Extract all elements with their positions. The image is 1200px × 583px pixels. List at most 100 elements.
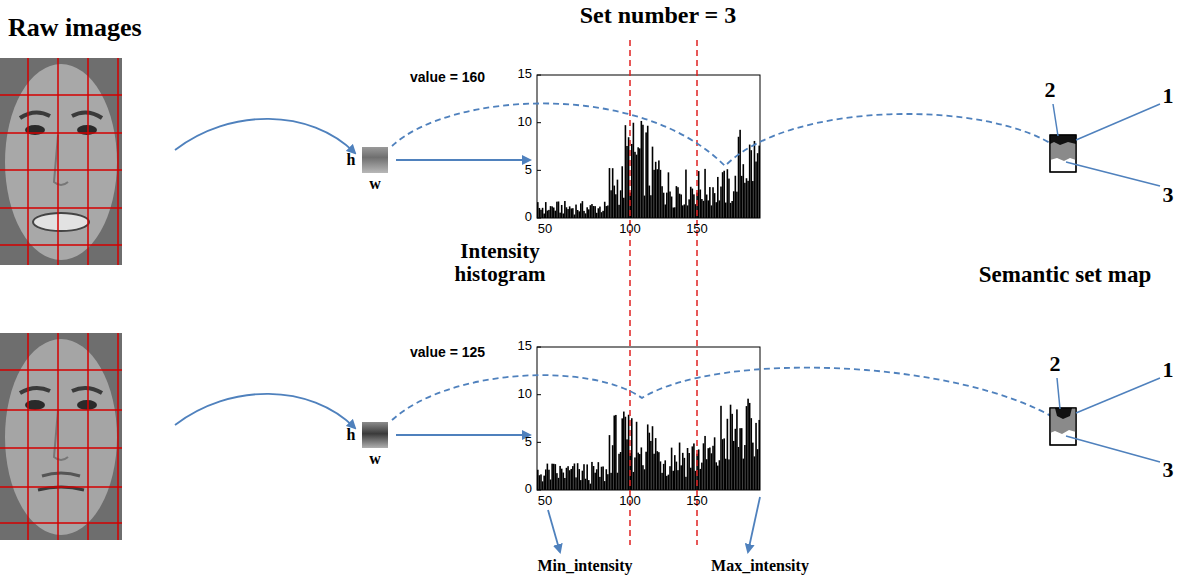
histogram-bar (623, 198, 625, 218)
histogram-bar (669, 192, 671, 218)
histogram-bar (650, 195, 652, 218)
histogram-bar (556, 473, 558, 490)
histogram-bar (704, 169, 706, 218)
histogram-bar (692, 446, 694, 490)
histogram-bar (666, 193, 668, 218)
histogram-bar (633, 472, 635, 490)
histogram-bar (561, 469, 563, 490)
histogram-bar (577, 463, 579, 490)
dimension-label: h (347, 151, 356, 169)
histogram-bar (653, 454, 655, 490)
histogram-bar (706, 459, 708, 490)
callout-number: 2 (1045, 78, 1056, 102)
histogram-bar (715, 462, 717, 490)
histogram-bar (688, 453, 690, 490)
histogram-bar (636, 422, 638, 490)
histogram-bar (664, 460, 666, 490)
histogram-bar (699, 469, 701, 490)
histogram-bar (618, 205, 620, 218)
histogram-bar (626, 439, 628, 490)
figure-label: Raw images (8, 14, 142, 43)
histogram-bar (604, 481, 606, 490)
value-label: value = 160 (410, 70, 485, 85)
histogram-bar (628, 137, 630, 218)
histogram-bar (601, 212, 603, 218)
histogram-bar (707, 200, 709, 218)
histogram-bar (551, 464, 553, 490)
histogram-bar (559, 466, 561, 490)
image-patch (362, 147, 388, 173)
histogram-bar (558, 201, 560, 218)
histogram-bar (566, 468, 568, 490)
axis-tick (537, 347, 541, 348)
histogram-bar (613, 416, 615, 490)
histogram-bar (652, 147, 654, 218)
histogram-bar (676, 186, 678, 218)
histogram-bar (596, 469, 598, 490)
axis-tick (537, 442, 541, 443)
tick-label: 10 (518, 115, 532, 129)
histogram-bar (564, 201, 566, 218)
histogram-bar (555, 464, 557, 490)
histogram-bar (714, 193, 716, 218)
callout-number: 1 (1163, 358, 1174, 382)
axis-tick (545, 214, 546, 218)
histogram-bar (617, 180, 619, 218)
histogram-bar (730, 405, 732, 490)
histogram-bar (543, 214, 545, 218)
histogram-bar (679, 443, 681, 490)
histogram-bar (668, 475, 670, 490)
semantic-set-map (1050, 135, 1076, 172)
callout-number: 3 (1163, 458, 1174, 482)
histogram-bar (609, 435, 611, 490)
histogram-bar (601, 467, 603, 490)
histogram-bar (663, 464, 665, 490)
histogram-bar (575, 205, 577, 218)
histogram-bar (701, 199, 703, 218)
axis-tick (697, 486, 698, 490)
histogram-bar (695, 471, 697, 490)
tick-label: 15 (518, 339, 532, 353)
histogram-bar (722, 172, 724, 218)
histogram-bar (550, 480, 552, 490)
histogram-bar (545, 469, 547, 490)
histogram-bar (621, 166, 623, 218)
histogram-bar (548, 470, 550, 490)
histogram-bar (582, 471, 584, 490)
histogram-bar (741, 428, 743, 490)
histogram-bar (758, 146, 760, 218)
histogram-bar (687, 448, 689, 490)
histogram-bar (717, 177, 719, 218)
histogram-bars (537, 121, 760, 490)
histogram-bar (728, 179, 730, 218)
histogram-bar (720, 187, 722, 218)
histogram-bar (588, 480, 590, 490)
histogram-bar (671, 197, 673, 218)
histogram-bar (647, 424, 649, 490)
axis-tick (537, 170, 541, 171)
histogram-bar (735, 429, 737, 490)
histogram-bar (623, 412, 625, 490)
histogram-bar (690, 187, 692, 218)
histogram-bar (569, 206, 571, 218)
histogram-bar (755, 423, 757, 490)
histogram-bar (556, 202, 558, 218)
histogram-bar (695, 204, 697, 218)
histogram-bar (752, 443, 754, 490)
value-label: value = 125 (410, 345, 485, 360)
histogram-bar (599, 207, 601, 218)
histogram-bar (596, 213, 598, 218)
histogram-bar (615, 194, 617, 218)
histogram-bar (682, 205, 684, 218)
histogram-bar (625, 125, 627, 218)
histogram-bar (604, 202, 606, 218)
histogram-bar (739, 130, 741, 218)
figure-label: Semantic set map (979, 262, 1151, 287)
histogram-bar (698, 171, 700, 218)
histogram-bar (539, 475, 541, 490)
histogram-bar (672, 208, 674, 218)
tick-label: 50 (538, 494, 552, 508)
histogram-bar (676, 462, 678, 490)
histogram-bar (578, 469, 580, 490)
histogram-bar (590, 205, 592, 218)
